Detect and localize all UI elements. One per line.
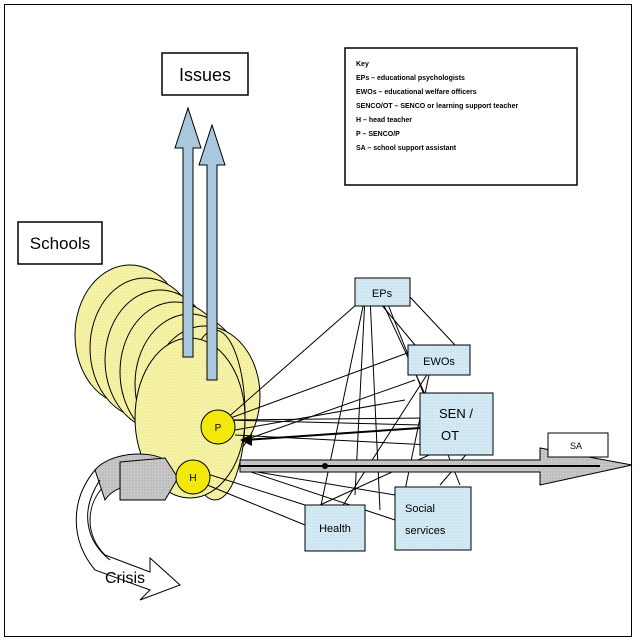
- key-box: Key EPs – educational psychologists EWOs…: [345, 48, 577, 185]
- p-circle-label: P: [215, 423, 222, 434]
- social-label-1: Social: [405, 503, 435, 515]
- h-circle-label: H: [189, 473, 196, 484]
- key-line: SENCO/OT – SENCO or learning support tea…: [356, 103, 518, 110]
- eps-box: EPs: [355, 278, 410, 306]
- p-circle: P: [201, 410, 235, 444]
- social-label-2: services: [405, 525, 446, 537]
- sen-ot-label-2: OT: [441, 428, 459, 443]
- h-circle: H: [176, 460, 210, 494]
- social-services-box: Social services: [395, 487, 471, 550]
- issues-label: Issues: [179, 65, 231, 85]
- key-line: EPs – educational psychologists: [356, 75, 465, 82]
- health-box: Health: [305, 505, 365, 551]
- key-title: Key: [356, 61, 369, 68]
- ewos-label: EWOs: [423, 356, 455, 368]
- health-label: Health: [319, 523, 351, 535]
- ewos-box: EWOs: [408, 345, 470, 375]
- sa-label: SA: [570, 441, 582, 451]
- p-sen-arrow: [245, 428, 420, 440]
- sen-ot-box: SEN / OT: [420, 393, 493, 455]
- sen-ot-label-1: SEN /: [439, 406, 473, 421]
- key-line: P – SENCO/P: [356, 131, 400, 138]
- key-line: SA – school support assistant: [356, 145, 457, 152]
- key-line: EWOs – educational welfare officers: [356, 89, 477, 96]
- crisis-label: Crisis: [105, 570, 145, 587]
- sa-box: SA: [548, 433, 608, 457]
- schools-label: Schools: [30, 234, 90, 253]
- key-line: H – head teacher: [356, 117, 412, 124]
- issues-box: Issues: [162, 53, 248, 95]
- eps-label: EPs: [372, 288, 393, 300]
- schools-box: Schools: [18, 222, 102, 264]
